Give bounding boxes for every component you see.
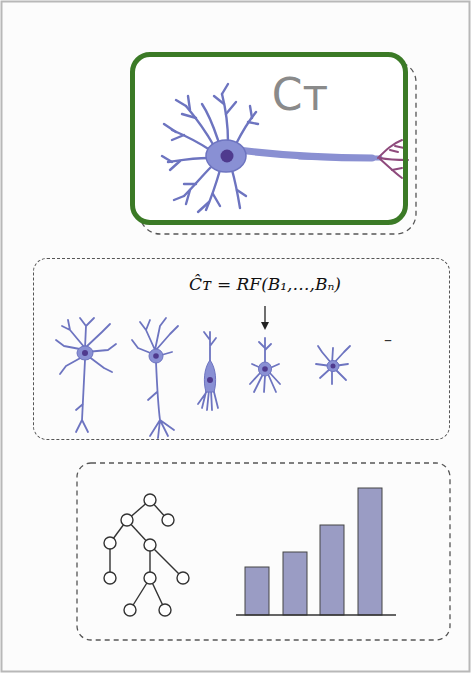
highlight-box: Cᴛ <box>130 52 408 225</box>
symbol-label: Cᴛ <box>272 69 328 120</box>
bar-chart-icon <box>236 488 396 615</box>
dashed-panel <box>77 463 450 640</box>
stray-mark: – <box>384 330 392 349</box>
neuron-bodies <box>77 346 339 392</box>
formula-label: Ĉᴛ = RF(B₁,…,Bₙ) <box>189 274 341 294</box>
dashed-panel: Ĉᴛ = RF(B₁,…,Bₙ) <box>33 258 450 440</box>
pointer-arrow <box>261 306 269 330</box>
tree-icon <box>104 494 189 616</box>
small-neurons <box>56 318 350 438</box>
box-fill <box>132 54 406 223</box>
